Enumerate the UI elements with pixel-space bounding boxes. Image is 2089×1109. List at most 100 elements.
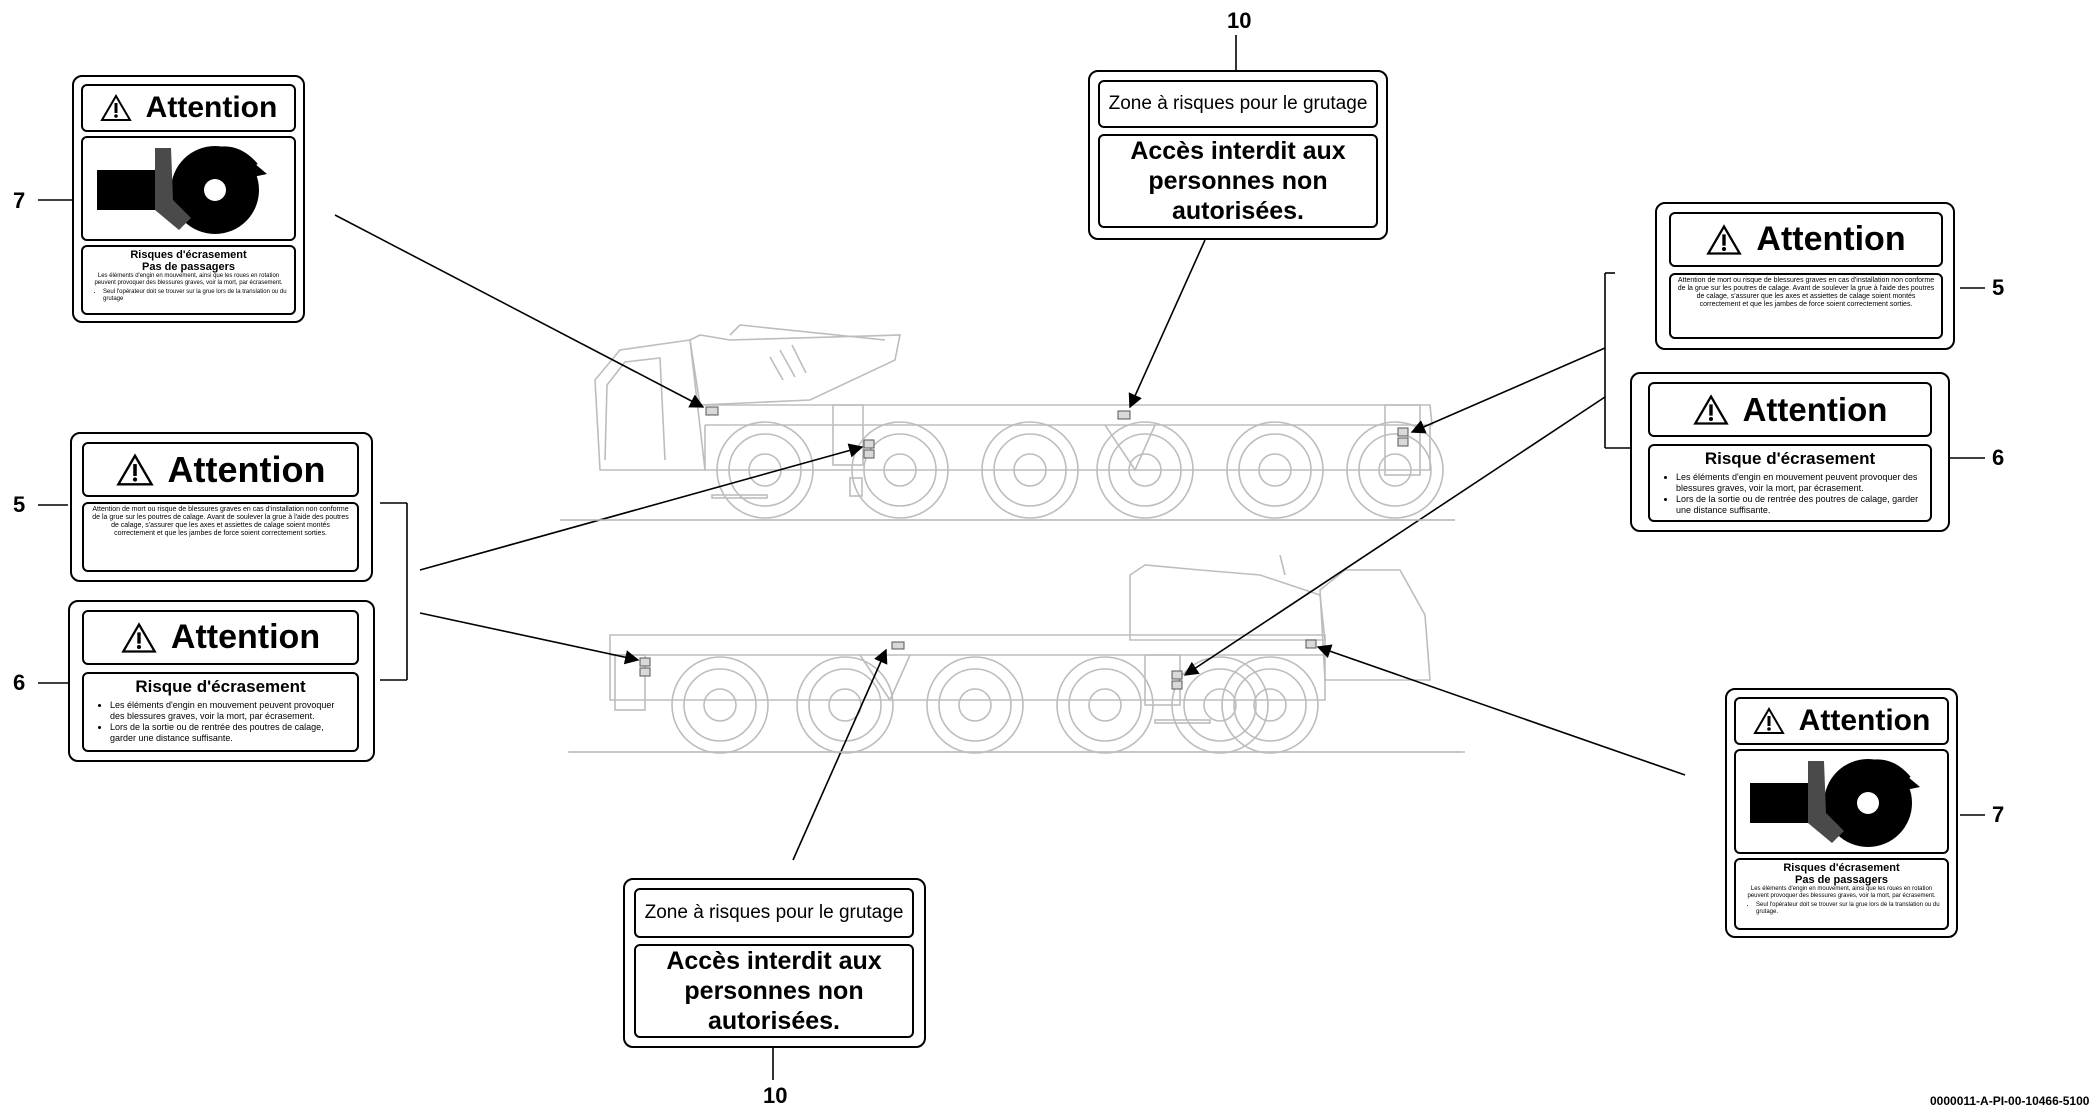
acces-line-1: Accès interdit aux [666, 947, 882, 975]
callout-5-right: 5 [1992, 275, 2005, 300]
attention-text: Attention [1798, 704, 1931, 737]
crush-bullet: Seul l'opérateur doit se trouver sur la … [103, 289, 288, 303]
wheel [1346, 421, 1444, 519]
wheel [1096, 421, 1194, 519]
warning-triangle-icon [1752, 707, 1785, 734]
wheel [1358, 433, 1432, 507]
wheel [1221, 656, 1319, 754]
decal-5-outrigger-left: Attention Attention de mort ou risque de… [70, 432, 373, 582]
acces-interdit-box: Accès interdit aux personnes non autoris… [634, 944, 914, 1038]
decal-10-zone-top: Zone à risques pour le grutage Accès int… [1088, 70, 1388, 240]
decal-10-zone-bottom: Zone à risques pour le grutage Accès int… [623, 878, 926, 1048]
wheel [981, 421, 1079, 519]
acces-interdit-box: Accès interdit aux personnes non autoris… [1098, 134, 1378, 228]
crush-body: Les éléments d'engin en mouvement, ainsi… [94, 273, 283, 286]
wheel [671, 656, 769, 754]
crush-bullet: Seul l'opérateur doit se trouver sur la … [1756, 902, 1941, 916]
crush-passengers-text: Risques d'écrasement Pas de passagers Le… [1734, 858, 1949, 930]
acces-line-2: personnes non [684, 977, 864, 1005]
callout-10-bottom: 10 [763, 1083, 788, 1108]
wheel [1233, 668, 1307, 742]
roller-crush-icon [1750, 759, 1920, 847]
wheel [683, 668, 757, 742]
warning-triangle-icon [1692, 393, 1729, 425]
warning-triangle-icon [121, 621, 157, 653]
acces-line-1: Accès interdit aux [1130, 137, 1346, 165]
wheel [958, 688, 992, 722]
zone-title: Zone à risques pour le grutage [644, 902, 904, 923]
outrigger-body: Attention de mort ou risque de blessures… [92, 506, 349, 537]
wheel [926, 656, 1024, 754]
wheel [796, 656, 894, 754]
roller-crush-icon [97, 146, 267, 234]
wheel [883, 453, 917, 487]
wheel [1068, 668, 1142, 742]
outrigger-body: Attention de mort ou risque de blessures… [1677, 277, 1935, 308]
wheel [938, 668, 1012, 742]
attention-header: Attention [1648, 382, 1932, 437]
wheel [716, 421, 814, 519]
wheel [1203, 688, 1237, 722]
callout-10-top: 10 [1227, 8, 1252, 33]
crush-risk-text: Risque d'écrasement Les éléments d'engin… [1648, 444, 1932, 522]
warning-triangle-icon [1706, 223, 1743, 255]
zone-title-box: Zone à risques pour le grutage [1098, 80, 1378, 128]
decal-7-crush-passengers-left: Attention Risques d'écrasement Pas de pa… [72, 75, 305, 323]
wheel [851, 421, 949, 519]
document-reference: 0000011-A-PI-00-10466-5100 [1930, 1094, 2089, 1108]
crush-risk-title: Risque d'écrasement [1704, 449, 1876, 468]
wheel [993, 433, 1067, 507]
attention-header: Attention [1669, 212, 1943, 267]
acces-line-2: personnes non [1148, 167, 1328, 195]
attention-header: Attention [1734, 697, 1949, 745]
wheel [703, 688, 737, 722]
wheel [1258, 453, 1292, 487]
callout-6-right: 6 [1992, 445, 2005, 470]
attention-header: Attention [82, 610, 359, 665]
crush-subtitle: Pas de passagers [1795, 874, 1888, 886]
crane-bottom-view [568, 554, 1460, 754]
warning-triangle-icon [115, 452, 154, 485]
decal-5-outrigger-right: Attention Attention de mort ou risque de… [1655, 202, 1955, 350]
crush-pictogram [81, 136, 296, 241]
attention-text: Attention [145, 91, 278, 124]
wheel [1128, 453, 1162, 487]
wheel [1108, 433, 1182, 507]
attention-text: Attention [1756, 220, 1906, 258]
crush-risk-bullet: Lors de la sortie ou de rentrée des pout… [110, 722, 349, 744]
outrigger-text: Attention de mort ou risque de blessures… [82, 502, 359, 572]
wheel [1238, 433, 1312, 507]
crush-title: Risques d'écrasement [1783, 862, 1900, 874]
wheel [1088, 688, 1122, 722]
crush-subtitle: Pas de passagers [142, 261, 235, 273]
warning-triangle-icon [99, 94, 132, 121]
attention-header: Attention [82, 442, 359, 497]
attention-text: Attention [167, 448, 326, 490]
decal-6-crush-risk-right: Attention Risque d'écrasement Les élémen… [1630, 372, 1950, 532]
acces-line-3: autorisées. [1171, 197, 1304, 225]
outrigger-text: Attention de mort ou risque de blessures… [1669, 273, 1943, 339]
attention-header: Attention [81, 84, 296, 132]
crush-risk-bullet: Les éléments d'engin en mouvement peuven… [1676, 472, 1922, 494]
wheel [1013, 453, 1047, 487]
wheel [1056, 656, 1154, 754]
wheel [863, 433, 937, 507]
callout-7-right: 7 [1992, 802, 2005, 827]
callout-5-left: 5 [13, 492, 26, 517]
crush-pictogram [1734, 749, 1949, 854]
attention-text: Attention [1742, 390, 1888, 428]
attention-text: Attention [170, 618, 321, 656]
crush-risk-text: Risque d'écrasement Les éléments d'engin… [82, 672, 359, 752]
wheel [728, 433, 802, 507]
wheel [1378, 453, 1412, 487]
callout-7-left: 7 [13, 188, 26, 213]
decal-6-crush-risk-left: Attention Risque d'écrasement Les élémen… [68, 600, 375, 762]
decal-markers [639, 406, 1409, 690]
crush-passengers-text: Risques d'écrasement Pas de passagers Le… [81, 245, 296, 315]
crush-risk-bullet: Lors de la sortie ou de rentrée des pout… [1676, 494, 1922, 516]
acces-line-3: autorisées. [707, 1007, 840, 1035]
decal-7-crush-passengers-right: Attention Risques d'écrasement Pas de pa… [1725, 688, 1958, 938]
ground-lines [560, 519, 1465, 753]
wheel [1183, 668, 1257, 742]
crane-decal-diagram [38, 35, 1985, 1080]
